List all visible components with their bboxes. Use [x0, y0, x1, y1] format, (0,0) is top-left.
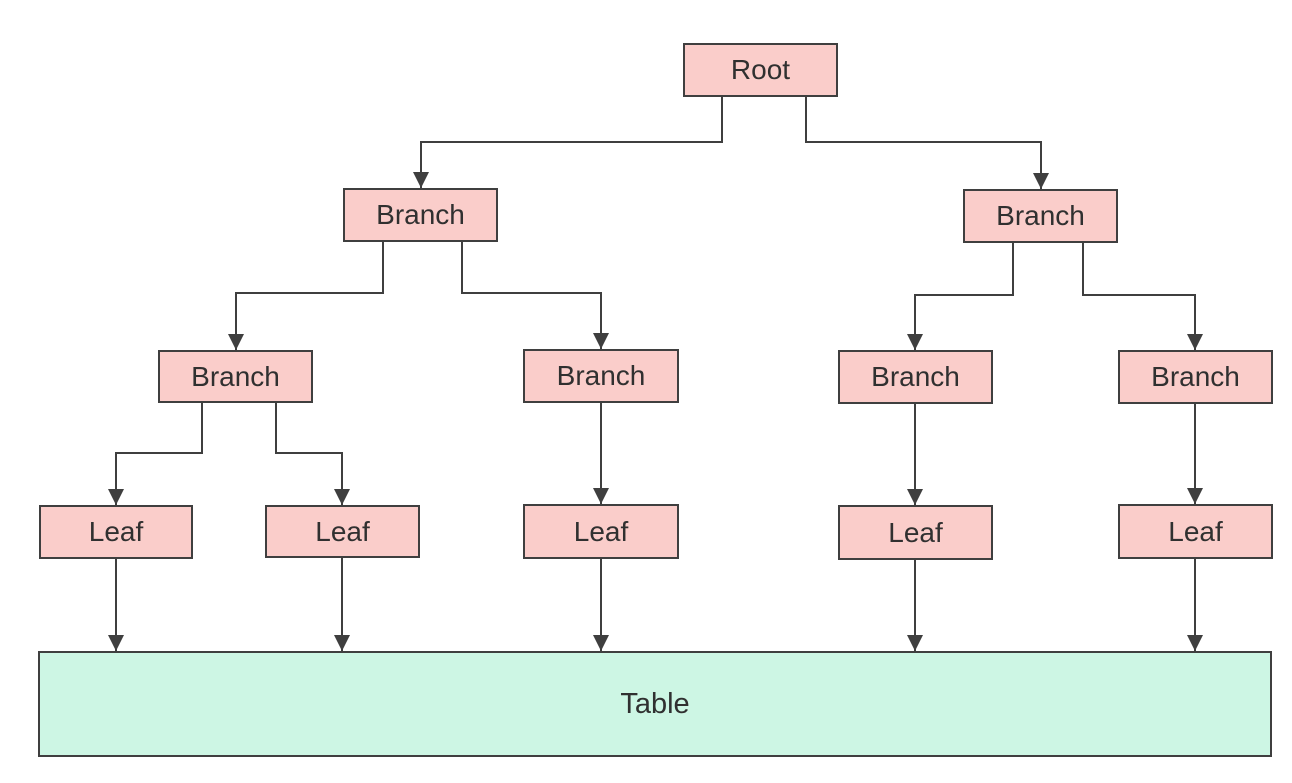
node-branch-right-1: Branch	[838, 350, 993, 404]
edge-branch-left-to-branch-left-1	[228, 242, 384, 350]
edge-branch-right-to-branch-right-2	[1082, 243, 1203, 350]
node-table-label: Table	[620, 687, 690, 720]
node-branch-left-label: Branch	[376, 199, 465, 230]
node-branch-left-1: Branch	[158, 350, 313, 403]
node-table: Table	[38, 651, 1272, 757]
node-leaf-1: Leaf	[39, 505, 193, 559]
node-leaf-1-label: Leaf	[88, 516, 144, 547]
node-leaf-4-label: Leaf	[888, 516, 943, 548]
node-leaf-3-label: Leaf	[573, 515, 629, 547]
node-branch-left-2: Branch	[523, 349, 679, 403]
node-branch-right-2: Branch	[1118, 350, 1273, 404]
node-branch-left-2-label: Branch	[556, 360, 646, 391]
node-branch-left-1-label: Branch	[191, 360, 280, 392]
node-leaf-5-label: Leaf	[1168, 515, 1223, 547]
node-leaf-2: Leaf	[265, 505, 420, 558]
node-branch-right: Branch	[963, 189, 1118, 243]
node-branch-right-1-label: Branch	[871, 361, 960, 392]
node-root: Root	[683, 43, 838, 97]
edge-root-to-branch-right	[805, 97, 1049, 189]
node-branch-right-label: Branch	[996, 200, 1085, 231]
edge-branch-right-to-branch-right-1	[907, 243, 1014, 350]
node-branch-left: Branch	[343, 188, 498, 242]
node-root-label: Root	[730, 54, 791, 85]
edge-branch-left-to-branch-left-2	[461, 242, 609, 349]
node-leaf-5: Leaf	[1118, 504, 1273, 559]
edge-branch-left-1-to-leaf-2	[275, 403, 350, 505]
node-leaf-4: Leaf	[838, 505, 993, 560]
node-leaf-3: Leaf	[523, 504, 679, 559]
node-leaf-2-label: Leaf	[315, 515, 370, 547]
edge-branch-left-1-to-leaf-1	[108, 403, 203, 505]
edge-root-to-branch-left	[413, 97, 723, 188]
node-branch-right-2-label: Branch	[1151, 361, 1240, 392]
